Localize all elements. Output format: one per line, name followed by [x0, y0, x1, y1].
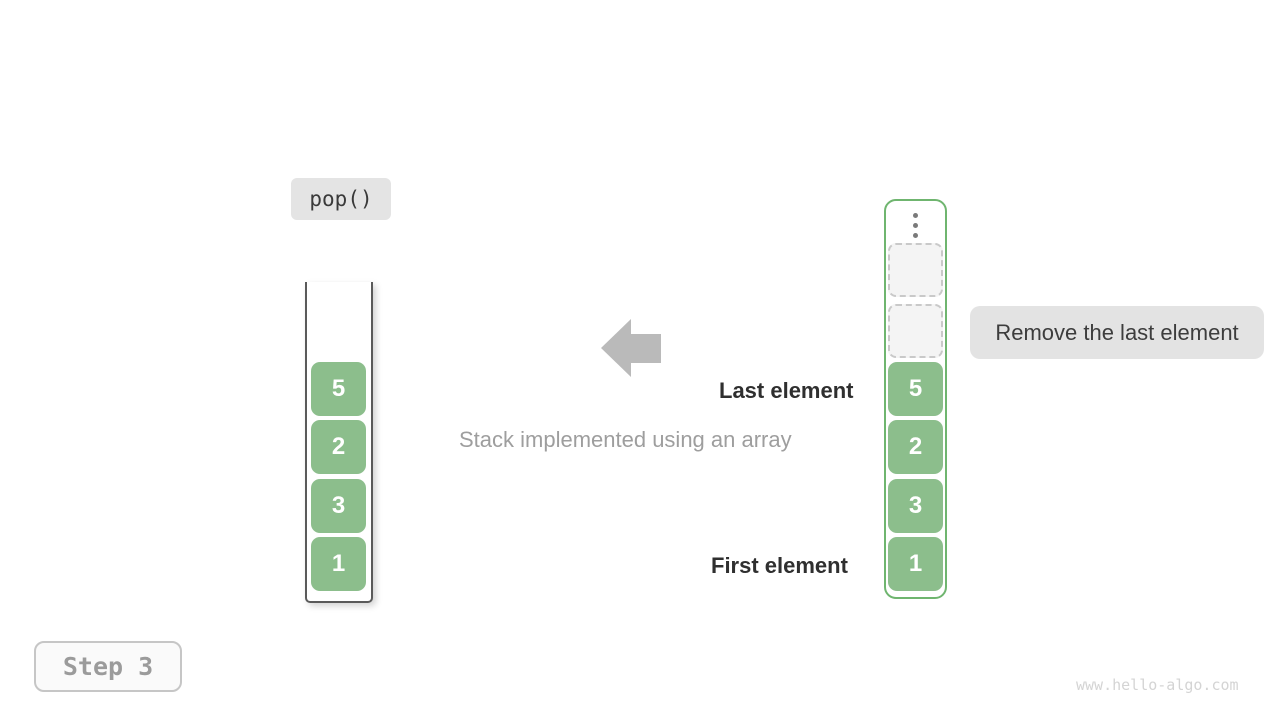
pop-operation-label: pop() — [291, 178, 391, 220]
array-cell: 3 — [888, 479, 943, 533]
stack-cell: 3 — [311, 479, 366, 533]
array-empty-slot — [888, 243, 943, 297]
step-badge: Step 3 — [34, 641, 182, 692]
caption: Stack implemented using an array — [459, 427, 792, 452]
array-cell: 2 — [888, 420, 943, 474]
stack-cell: 5 — [311, 362, 366, 416]
stack-container: 5 2 3 1 — [305, 282, 373, 603]
arrow-left-icon — [601, 319, 661, 377]
last-element-label: Last element — [719, 378, 854, 403]
array-cell: 1 — [888, 537, 943, 591]
array-container: 5 2 3 1 — [884, 199, 947, 599]
watermark: www.hello-algo.com — [1076, 676, 1239, 694]
first-element-label: First element — [711, 553, 848, 578]
stack-cell: 1 — [311, 537, 366, 591]
ellipsis-icon — [886, 213, 945, 238]
remove-last-element-label: Remove the last element — [970, 306, 1264, 359]
array-cell: 5 — [888, 362, 943, 416]
array-empty-slot — [888, 304, 943, 358]
stack-cell: 2 — [311, 420, 366, 474]
